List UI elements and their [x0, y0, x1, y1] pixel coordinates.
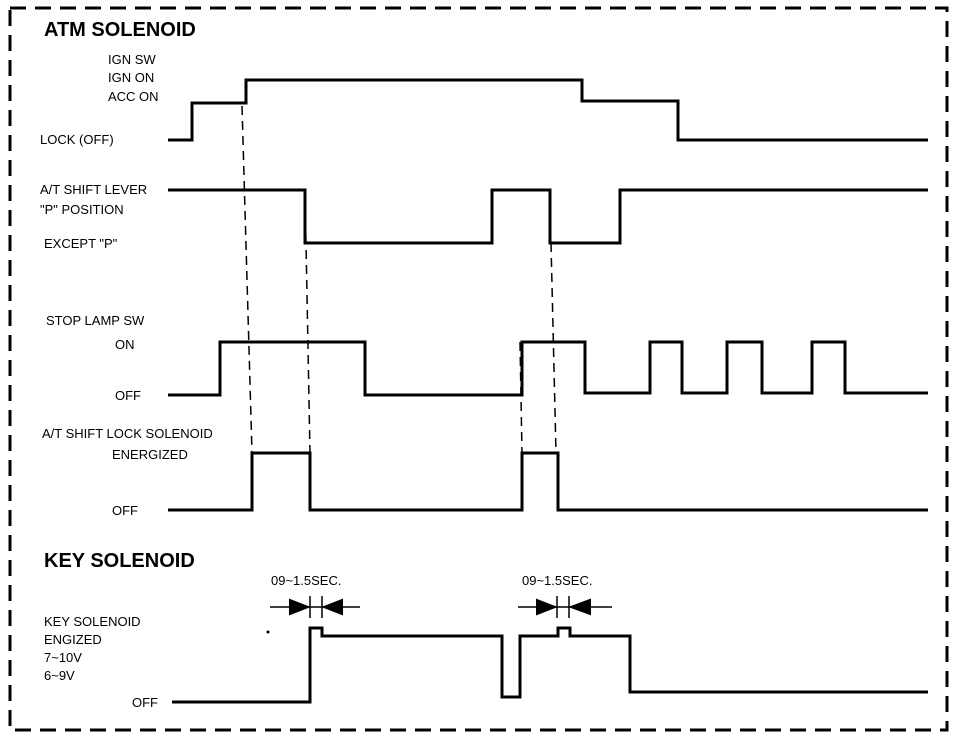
acc-on-label: ACC ON: [108, 89, 159, 104]
key-solenoid-off-label: OFF: [132, 695, 158, 710]
alignment-line: [519, 341, 523, 454]
engized-label: ENGIZED: [44, 632, 102, 647]
voltage-6-9-label: 6~9V: [44, 668, 75, 683]
except-p-label: EXCEPT "P": [44, 236, 118, 251]
shift-lever-waveform: [168, 188, 928, 245]
voltage-7-10-label: 7~10V: [44, 650, 82, 665]
alignment-line: [550, 242, 557, 454]
ign-on-label: IGN ON: [108, 70, 154, 85]
timing-arrow-left: [270, 596, 360, 618]
key-solenoid-waveform-2: [502, 626, 928, 699]
shift-lock-solenoid-label: A/T SHIFT LOCK SOLENOID: [42, 426, 213, 441]
diagram-frame: [8, 6, 949, 732]
lock-off-label: LOCK (OFF): [40, 132, 114, 147]
shift-lever-label: A/T SHIFT LEVER: [40, 182, 147, 197]
timing-left-label: 09~1.5SEC.: [271, 573, 341, 588]
shift-lock-off-label: OFF: [112, 503, 138, 518]
key-solenoid-waveform: [172, 626, 518, 704]
timing-right-label: 09~1.5SEC.: [522, 573, 592, 588]
p-position-label: "P" POSITION: [40, 202, 124, 217]
shift-lock-solenoid-waveform: [168, 451, 928, 512]
ign-sw-waveform: [168, 78, 928, 142]
stray-dot: [266, 630, 270, 634]
stop-lamp-on-label: ON: [115, 337, 135, 352]
stop-lamp-off-label: OFF: [115, 388, 141, 403]
ign-sw-label: IGN SW: [108, 52, 156, 67]
energized-label: ENERGIZED: [112, 447, 188, 462]
alignment-line: [241, 105, 253, 454]
atm-solenoid-heading: ATM SOLENOID: [44, 19, 196, 41]
timing-arrow-right: [518, 596, 612, 618]
key-solenoid-label: KEY SOLENOID: [44, 614, 141, 629]
key-solenoid-heading: KEY SOLENOID: [44, 550, 195, 572]
stop-lamp-label: STOP LAMP SW: [46, 313, 145, 328]
stop-lamp-waveform: [168, 340, 928, 397]
